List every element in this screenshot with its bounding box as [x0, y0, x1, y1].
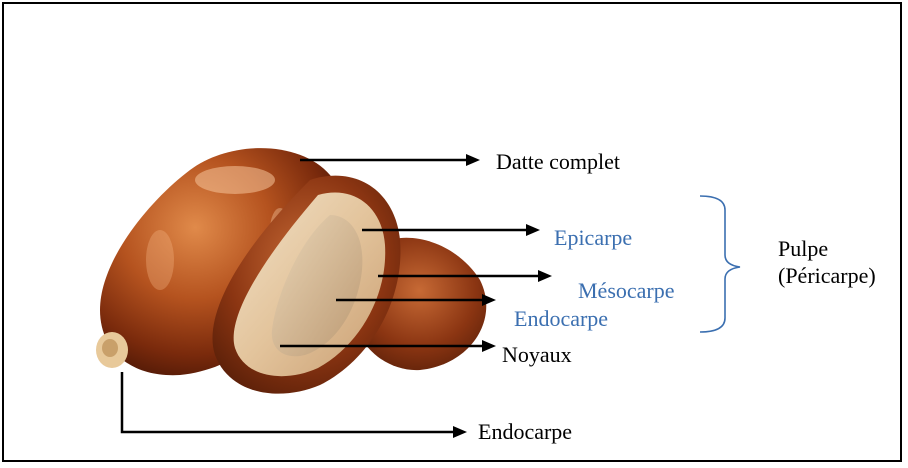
label-noyaux: Noyaux	[502, 343, 572, 367]
label-epicarpe: Epicarpe	[554, 226, 632, 250]
label-pulpe: Pulpe	[778, 237, 828, 261]
label-pericarpe: (Péricarpe)	[778, 264, 876, 288]
label-endocarpe-bottom: Endocarpe	[478, 420, 572, 444]
label-mesocarpe: Mésocarpe	[578, 279, 675, 303]
pulpe-brace	[700, 196, 740, 332]
label-endocarpe-inner: Endocarpe	[514, 307, 608, 331]
label-datte-complet: Datte complet	[496, 150, 620, 174]
